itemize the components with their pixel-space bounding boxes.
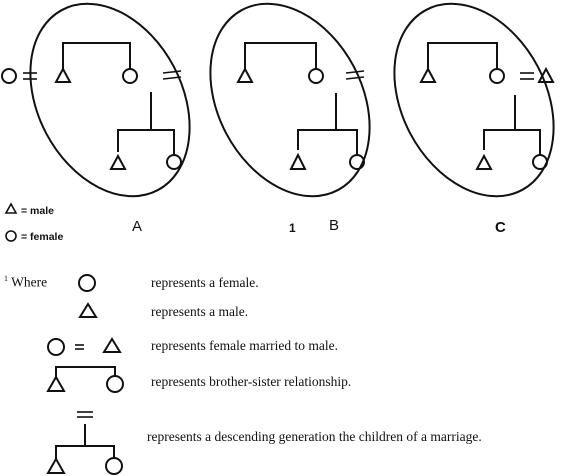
footnote-text-siblings: represents brother-sister relationship. xyxy=(151,374,352,389)
descent-line xyxy=(297,93,358,155)
oval-boundary xyxy=(29,2,191,198)
child-female-circle xyxy=(349,154,365,170)
sibling-bracket-icon xyxy=(46,366,124,393)
female-circle xyxy=(122,68,138,84)
male-triangle xyxy=(419,66,437,83)
diagram-label-c: C xyxy=(495,219,506,236)
footnote-lead: 1 Where xyxy=(4,274,47,291)
footnote-text-female: represents a female. xyxy=(151,275,259,290)
diagram-a: A xyxy=(1,2,191,235)
child-male-triangle xyxy=(109,153,127,170)
oval-boundary xyxy=(393,2,555,198)
female-circle-icon xyxy=(78,274,96,292)
legend-female-circle xyxy=(5,230,17,242)
descent-line xyxy=(117,92,175,155)
diagram-label-b: B xyxy=(329,217,339,234)
descent-line xyxy=(483,95,541,155)
marriage-equals-sign xyxy=(520,72,534,80)
marriage-equals-sign xyxy=(23,72,37,80)
outer-female-symbol xyxy=(1,68,17,84)
footnote-text-descent: represents a descending generation the c… xyxy=(147,429,482,444)
footnote-lead-word: Where xyxy=(11,274,48,290)
descent-symbol-icon xyxy=(46,411,123,475)
footnote-symbols xyxy=(46,274,124,475)
diagram-c: C xyxy=(393,2,555,236)
sibling-bracket xyxy=(62,42,131,69)
marriage-equals-sign xyxy=(162,70,182,80)
footnote-marker: 1 xyxy=(4,274,8,283)
marriage-equals-sign xyxy=(345,70,365,80)
sibling-bracket xyxy=(427,42,498,69)
child-male-triangle xyxy=(475,153,493,170)
footnote-mark: 1 xyxy=(289,221,296,235)
footnote-text-male: represents a male. xyxy=(151,304,249,319)
male-triangle xyxy=(236,66,254,83)
child-female-circle xyxy=(166,154,182,170)
legend-male-text: = male xyxy=(21,205,54,217)
legend-female-text: = female xyxy=(21,231,63,243)
oval-boundary xyxy=(209,2,371,198)
male-triangle xyxy=(54,66,72,83)
child-female-circle xyxy=(532,154,548,170)
sibling-bracket xyxy=(244,42,317,69)
legend-male-triangle xyxy=(4,202,18,214)
diagram-b: 1 B xyxy=(209,2,371,235)
child-male-triangle xyxy=(289,152,307,170)
legend: = male = female xyxy=(4,202,63,243)
male-triangle-icon xyxy=(78,302,98,318)
female-circle xyxy=(308,68,324,84)
married-symbol-icon xyxy=(47,337,122,356)
diagram-label-a: A xyxy=(132,218,142,235)
female-circle xyxy=(489,68,505,84)
spouse-male-triangle xyxy=(537,66,555,83)
footnote-text-married: represents female married to male. xyxy=(151,338,339,353)
